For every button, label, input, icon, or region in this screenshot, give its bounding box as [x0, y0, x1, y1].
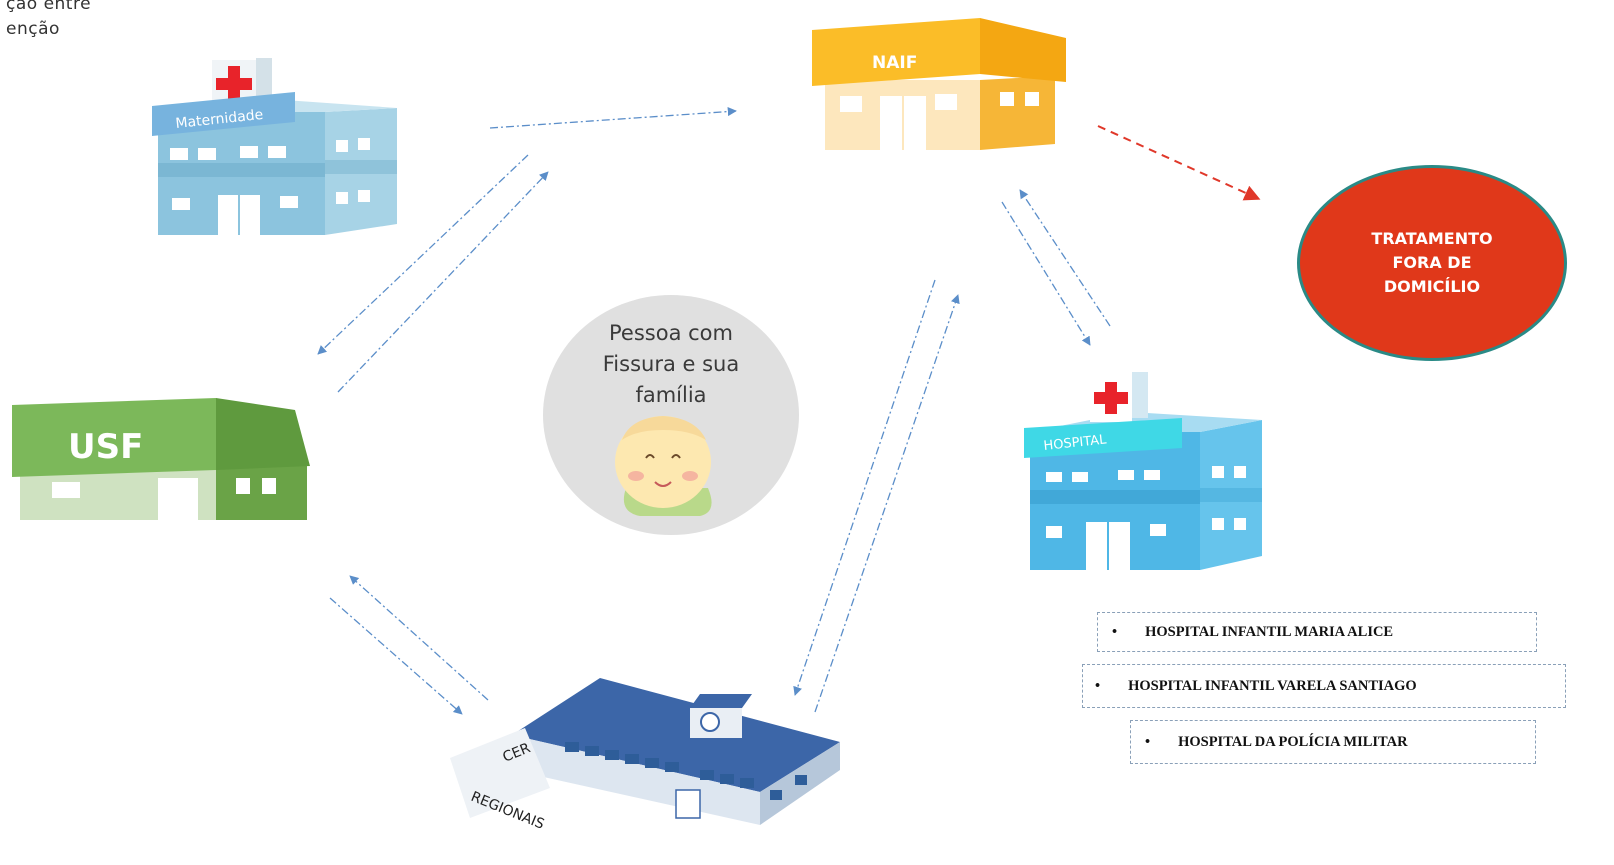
arrow-cer-to-usf — [349, 575, 489, 701]
center-label-line-3: família — [635, 383, 707, 407]
hospital-label: HOSPITAL — [1043, 432, 1108, 454]
center-label-line-2: Fissura e sua — [602, 352, 740, 376]
bullet: • — [1145, 733, 1151, 750]
hospital-name: HOSPITAL INFANTIL VARELA SANTIAGO — [1128, 677, 1417, 694]
hospital-list-item: • HOSPITAL INFANTIL MARIA ALICE — [1097, 612, 1537, 652]
fragment-text-line-2: enção — [6, 19, 60, 39]
bullet: • — [1095, 677, 1101, 694]
center-label-line-1: Pessoa com — [609, 321, 733, 345]
hospital-name: HOSPITAL INFANTIL MARIA ALICE — [1145, 623, 1394, 640]
arrow-usf-to-cer — [329, 597, 463, 715]
hospital-list-item: • HOSPITAL INFANTIL VARELA SANTIAGO — [1082, 664, 1566, 708]
arrow-maternidade-to-naif — [489, 107, 737, 129]
usf-label: USF — [68, 427, 143, 467]
hospital-list-item: • HOSPITAL DA POLÍCIA MILITAR — [1130, 720, 1536, 764]
naif-building — [812, 18, 1066, 150]
arrow-naif-to-hospital — [1001, 201, 1091, 346]
arrow-naif-to-tfd — [1097, 125, 1261, 201]
naif-label: NAIF — [872, 53, 917, 73]
usf-building — [12, 398, 310, 520]
tfd-label: TRATAMENTO FORA DE DOMICÍLIO — [1352, 227, 1512, 299]
tfd-label-line-1: TRATAMENTO — [1371, 229, 1493, 248]
tfd-label-line-2: FORA DE — [1392, 253, 1472, 272]
arrow-cer-to-naif — [814, 294, 960, 713]
bullet: • — [1112, 623, 1118, 640]
maternidade-building — [152, 58, 397, 235]
center-label: Pessoa com Fissura e sua família — [543, 318, 799, 411]
fragment-text-line-1: ção entre — [6, 0, 92, 14]
tfd-label-line-3: DOMICÍLIO — [1383, 277, 1481, 296]
cer-building — [450, 678, 840, 825]
hospital-building — [1024, 372, 1262, 570]
arrow-hospital-to-naif — [1019, 189, 1111, 327]
arrow-to-cer — [793, 279, 936, 696]
arrow-to-usf — [317, 154, 529, 355]
hospital-name: HOSPITAL DA POLÍCIA MILITAR — [1178, 733, 1408, 750]
arrow-to-naif-from-usf — [337, 171, 549, 393]
tfd-ellipse: TRATAMENTO FORA DE DOMICÍLIO — [1297, 165, 1567, 361]
